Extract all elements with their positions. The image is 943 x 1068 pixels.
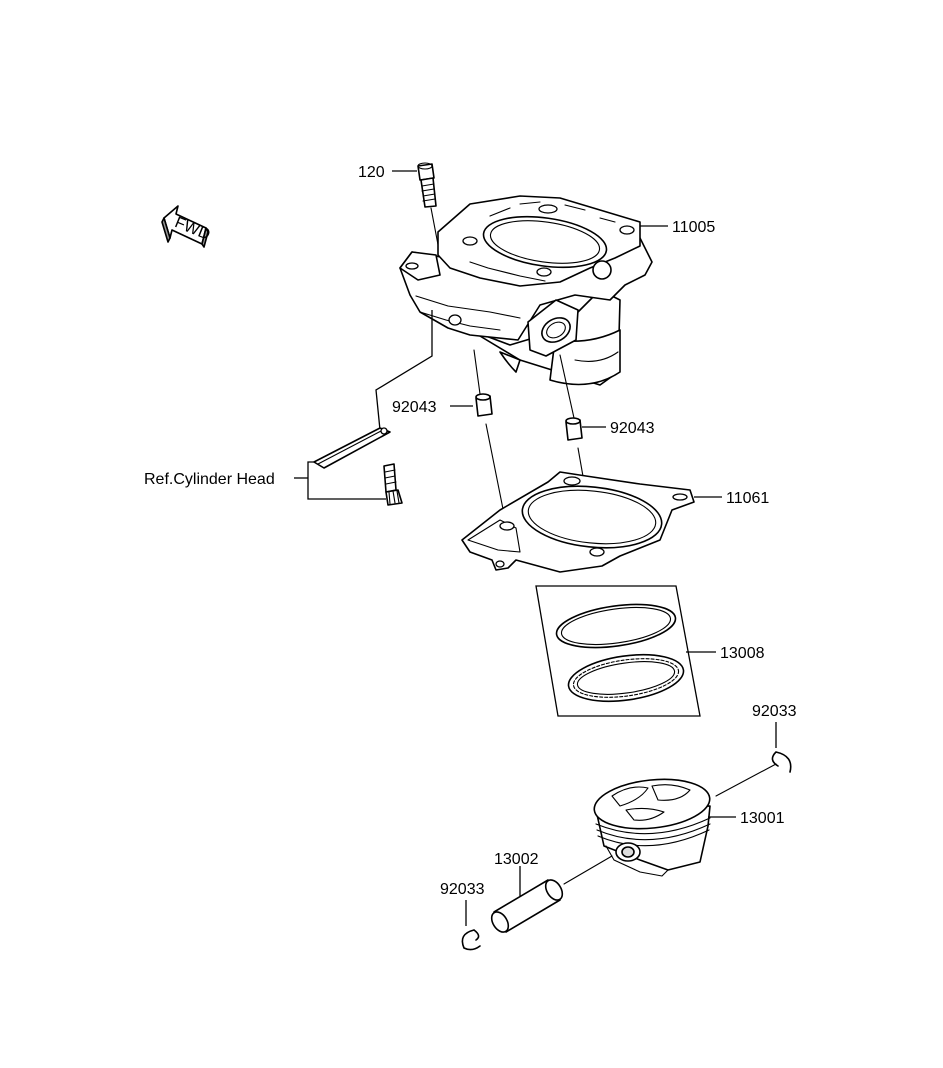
label-ref-cylinder-head: Ref.Cylinder Head bbox=[144, 471, 275, 488]
dowel-pin-left bbox=[475, 393, 493, 417]
label-dowel-left: 92043 bbox=[392, 399, 437, 416]
label-gasket: 11061 bbox=[726, 490, 769, 507]
piston-pin bbox=[490, 879, 564, 933]
label-piston: 13001 bbox=[740, 810, 785, 827]
piston bbox=[593, 778, 711, 877]
bracket-ref-cylinder-head bbox=[307, 461, 386, 500]
label-circlip-left: 92033 bbox=[440, 881, 485, 898]
label-circlip-right: 92033 bbox=[752, 703, 797, 720]
piston-ring-set bbox=[535, 585, 701, 717]
label-dowel-right: 92043 bbox=[610, 420, 655, 437]
dowel-pin-right bbox=[565, 417, 583, 441]
label-bolt: 120 bbox=[358, 164, 385, 181]
cylinder-base-gasket bbox=[461, 471, 695, 573]
leader-cylinder-to-head bbox=[375, 310, 433, 431]
ref-cylinder-head-parts bbox=[313, 427, 403, 506]
circlip-left bbox=[461, 929, 481, 951]
circlip-right bbox=[771, 751, 792, 773]
cylinder-bolt bbox=[417, 162, 437, 208]
fwd-arrow-icon: FWD bbox=[161, 205, 212, 248]
label-piston-pin: 13002 bbox=[494, 851, 539, 868]
cylinder-block bbox=[399, 195, 653, 386]
label-piston-rings: 13008 bbox=[720, 645, 765, 662]
label-cylinder: 11005 bbox=[672, 219, 715, 236]
